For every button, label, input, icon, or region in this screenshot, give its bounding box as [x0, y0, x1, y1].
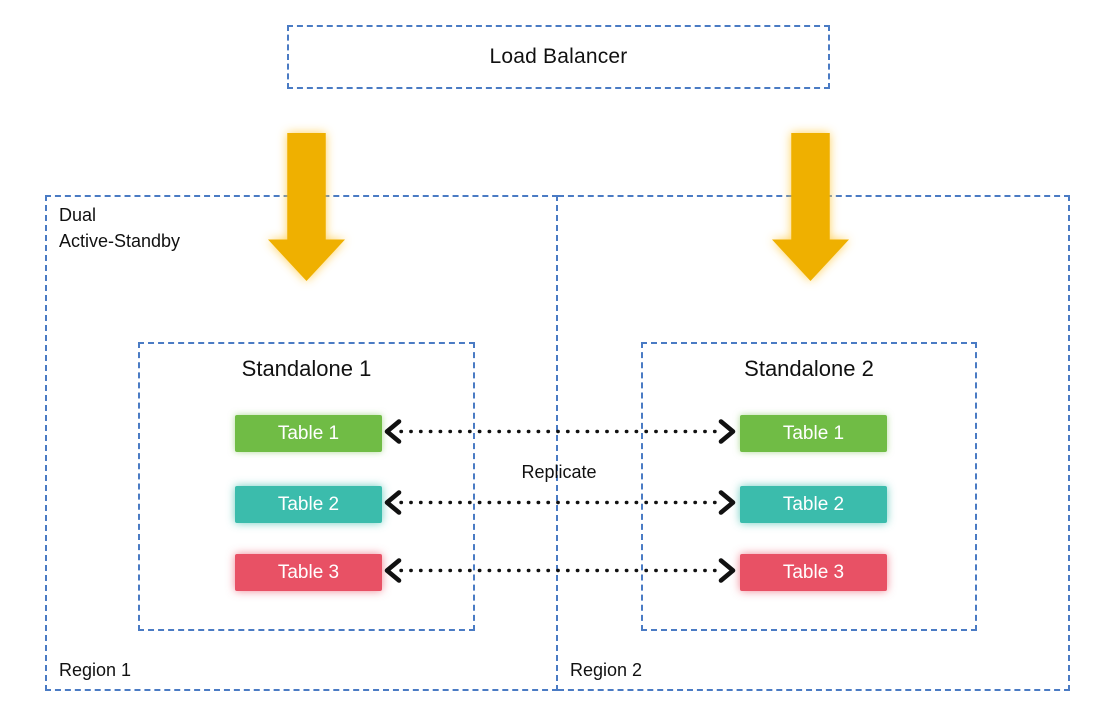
replicate-arrow-icon	[384, 419, 736, 444]
standalone-2-box: Standalone 2 Table 1 Table 2 Table 3	[641, 342, 977, 631]
table-chip: Table 1	[235, 415, 382, 452]
region-2-label: Region 2	[570, 660, 643, 680]
replicate-arrow-icon	[384, 490, 736, 515]
table-chip: Table 2	[740, 486, 887, 523]
standalone-1-title: Standalone 1	[241, 356, 372, 381]
standalone-2-title: Standalone 2	[744, 356, 874, 381]
table-chip: Table 2	[235, 486, 382, 523]
load-balancer-label: Load Balancer	[489, 45, 628, 68]
replicate-label: Replicate	[521, 462, 597, 482]
table-chip: Table 3	[235, 554, 382, 591]
region-1-label: Region 1	[59, 660, 132, 680]
load-balancer-box: Load Balancer	[287, 25, 830, 89]
table-chip: Table 3	[740, 554, 887, 591]
replicate-arrow-icon	[384, 558, 736, 583]
dual-active-standby-label: Dual Active-Standby	[59, 205, 181, 251]
table-chip: Table 1	[740, 415, 887, 452]
standalone-1-box: Standalone 1 Table 1 Table 2 Table 3	[138, 342, 475, 631]
